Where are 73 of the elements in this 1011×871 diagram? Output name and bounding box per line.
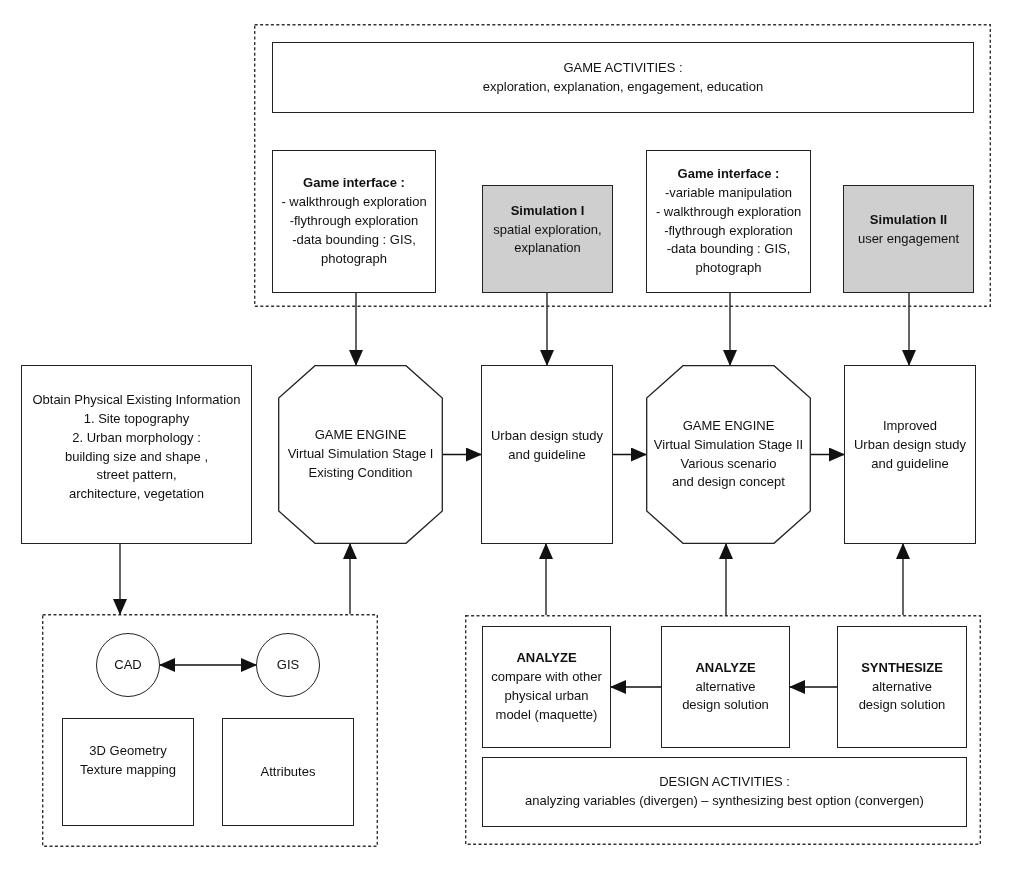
box-text: 2. Urban morphology : building size and shape , street pattern, architecture, vegetation [63,428,210,504]
arrow [349,292,363,366]
arrow [723,292,737,366]
box-heading: ANALYZE [516,649,577,668]
dotted-group-frame [42,614,378,847]
box-heading: GAME ACTIVITIES : [563,58,683,77]
box-text: compare with other physical urban model (maquette) [490,668,603,724]
box-text: alternative design solution [857,677,947,715]
box-heading: Game interface : [303,174,405,193]
box-text: 1. Site topography [83,409,190,428]
box-text: -flythrough exploration [289,212,419,231]
process-box [481,365,613,544]
box-text: Urban design study and guideline [853,436,967,473]
box-text: Virtual Simulation Stage I [287,445,434,464]
arrow [610,680,662,694]
box-text: spatial exploration, explanation [492,220,603,258]
arrow [902,292,916,366]
process-box [482,626,611,748]
box-heading: GAME ENGINE [314,426,407,445]
box-text: - walkthrough exploration [281,193,427,212]
arrow [789,680,838,694]
box-text: Urban design study and guideline [490,426,604,464]
arrow [539,543,553,616]
box-text: exploration, explanation, engagement, education [482,77,764,96]
box-heading: SYNTHESIZE [861,658,943,677]
arrow [896,543,910,616]
circle-label: GIS [276,655,300,674]
process-box [272,150,436,293]
arrow [113,543,127,615]
circle-label: CAD [114,655,142,674]
dotted-group-frame [254,24,991,307]
box-text: - walkthrough exploration [655,202,802,221]
process-box [482,757,967,827]
shaded-box [482,185,613,293]
box-heading: DESIGN ACTIVITIES : [659,773,790,792]
box-text: alternative design solution [681,677,770,715]
box-text: -flythrough exploration [664,221,793,240]
box-text: -data bounding : GIS, photograph [665,240,792,278]
process-box [272,42,974,113]
box-heading: Simulation I [510,201,585,220]
process-box [844,365,976,544]
process-box [222,718,354,826]
box-heading: Improved [882,417,938,436]
arrow [442,447,482,462]
box-heading: GAME ENGINE [682,416,775,435]
process-box [646,150,811,293]
arrow [612,447,647,462]
box-text: -data bounding : GIS, photograph [291,230,417,268]
box-text: Attributes [260,762,316,781]
box-text: user engagement [857,230,960,248]
arrow [810,447,845,462]
process-box [62,718,194,826]
box-text: Virtual Simulation Stage II [653,435,804,454]
box-text: Existing Condition [308,463,413,482]
box-heading: Simulation II [869,211,948,230]
arrow [343,543,357,615]
arrow [719,543,733,616]
box-heading: ANALYZE [695,658,756,677]
box-text: 3D Geometry Texture mapping [78,742,178,779]
box-text: analyzing variables (divergen) – synthesizing best option (convergen) [525,792,924,810]
process-box [837,626,967,748]
double-headed-arrow [159,658,257,672]
box-text: Various scenario and design concept [671,454,786,492]
box-heading: Game interface : [677,164,780,183]
shaded-box [843,185,974,293]
box-heading: Obtain Physical Existing Information [32,390,241,409]
process-box [661,626,790,748]
octagon-node [278,365,443,544]
process-box [21,365,252,544]
box-text: -variable manipulation [664,183,793,202]
dotted-group-frame [465,615,981,845]
arrow [540,292,554,366]
octagon-node [646,365,811,544]
